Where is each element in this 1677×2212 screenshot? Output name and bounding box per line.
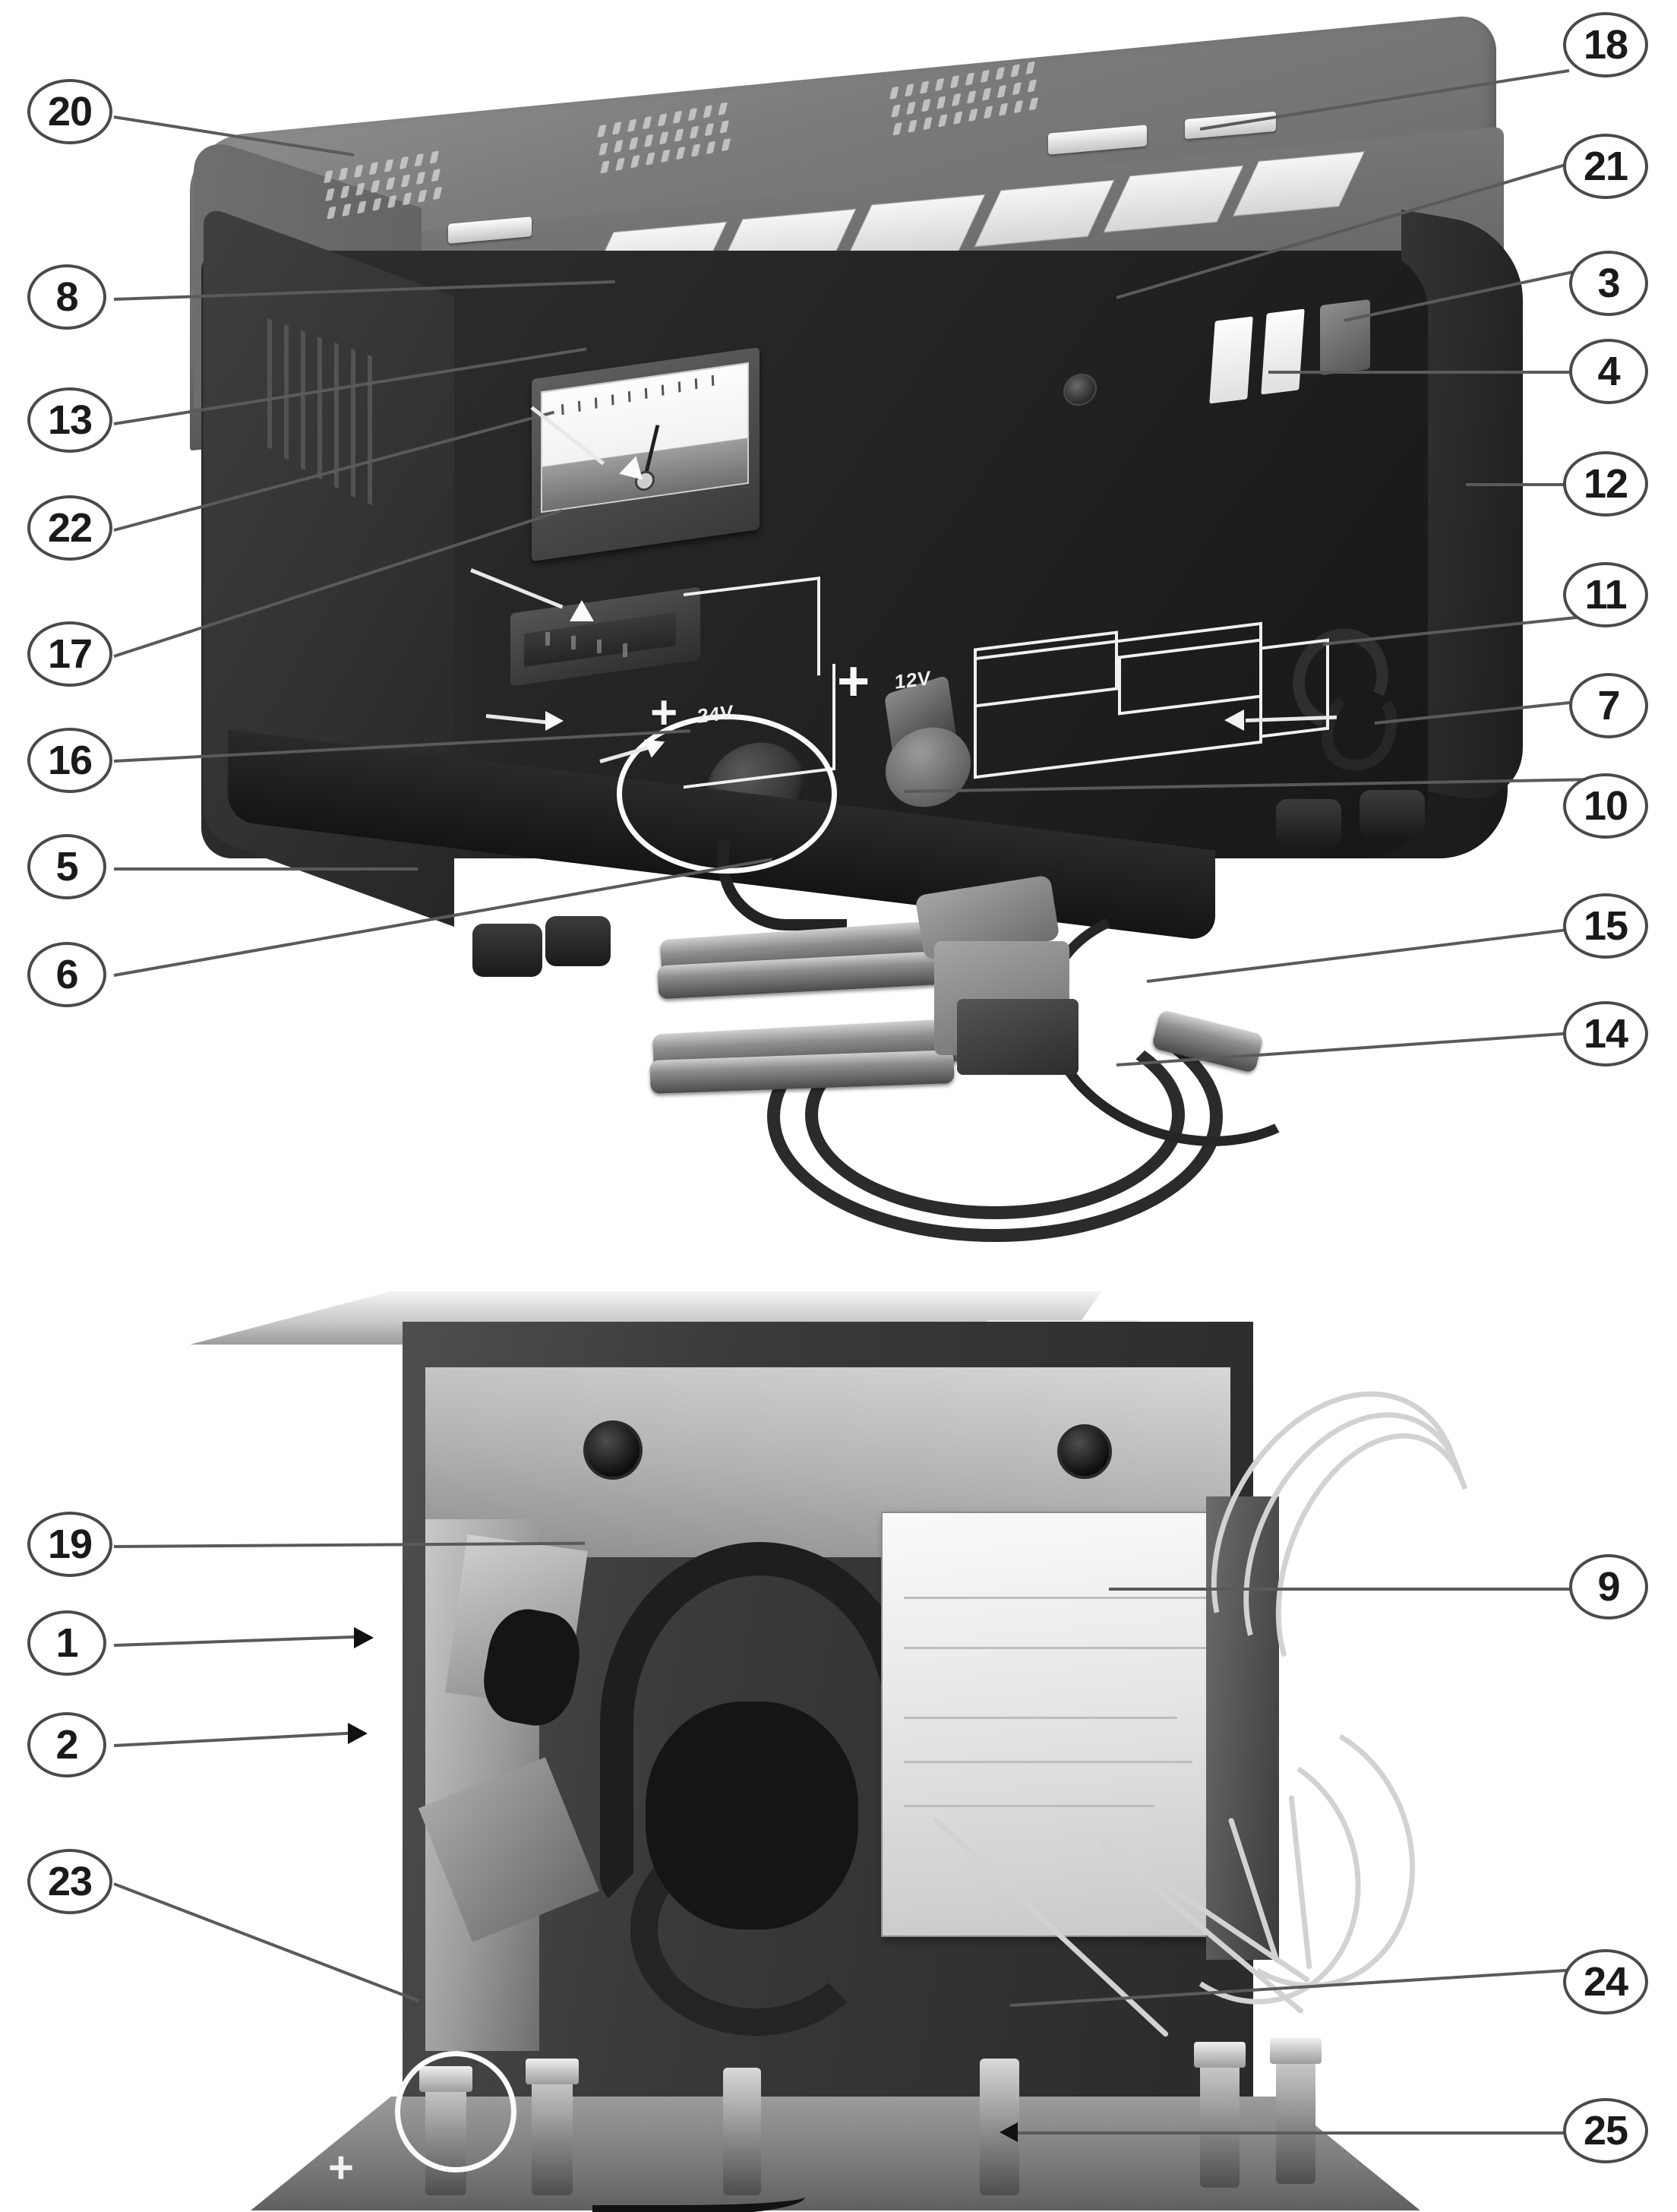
terminal-post-6 bbox=[1276, 2047, 1315, 2184]
callout-14[interactable]: 14 bbox=[1563, 1001, 1648, 1066]
callout-8[interactable]: 8 bbox=[27, 264, 106, 330]
callout-21[interactable]: 21 bbox=[1563, 134, 1648, 199]
leader-25 bbox=[1018, 2131, 1587, 2135]
voltage-label-24v: 24V bbox=[697, 700, 734, 728]
callout-16[interactable]: 16 bbox=[27, 728, 112, 793]
callout-5[interactable]: 5 bbox=[27, 834, 106, 899]
callout-3[interactable]: 3 bbox=[1569, 251, 1648, 316]
side-louvre bbox=[267, 318, 272, 450]
voltage-label-12v: 12V bbox=[895, 666, 931, 694]
switch-tick bbox=[597, 639, 602, 654]
cabinet-foot-far-right bbox=[1360, 790, 1425, 837]
callout-7[interactable]: 7 bbox=[1569, 673, 1648, 738]
circuit-breaker-slot-2[interactable] bbox=[1261, 308, 1305, 395]
motor-housing bbox=[646, 1702, 858, 1929]
arrow-2 bbox=[348, 1723, 368, 1744]
callout-9[interactable]: 9 bbox=[1569, 1554, 1648, 1620]
terminal-post-3 bbox=[723, 2068, 761, 2195]
callout-25[interactable]: 25 bbox=[1563, 2098, 1648, 2163]
callout-15[interactable]: 15 bbox=[1563, 893, 1648, 959]
callout-12[interactable]: 12 bbox=[1563, 451, 1648, 517]
plus-sign-12v: + bbox=[837, 649, 870, 713]
side-louvre bbox=[368, 354, 372, 506]
transformer-label-line bbox=[904, 1717, 1177, 1719]
side-louvre bbox=[334, 342, 339, 489]
circuit-breaker-slot-1[interactable] bbox=[1209, 316, 1253, 404]
callout-4[interactable]: 4 bbox=[1569, 339, 1648, 404]
callout-22[interactable]: 22 bbox=[27, 495, 112, 561]
highlight-ring-terminal-23 bbox=[395, 2051, 516, 2172]
terminal-post-2 bbox=[532, 2066, 573, 2195]
side-louvre bbox=[301, 330, 305, 471]
leader-4 bbox=[1268, 371, 1584, 374]
callout-11[interactable]: 11 bbox=[1563, 562, 1648, 627]
callout-2[interactable]: 2 bbox=[27, 1712, 106, 1778]
clamp-boot-center bbox=[957, 999, 1079, 1075]
side-louvre bbox=[317, 336, 322, 480]
side-louvre bbox=[284, 324, 289, 460]
figure-charger-exterior: + 24V + 12V bbox=[190, 13, 1523, 1242]
mains-power-cord bbox=[592, 2184, 805, 2212]
callout-19[interactable]: 19 bbox=[27, 1512, 112, 1577]
transformer-core-laminations bbox=[1206, 1496, 1279, 1960]
callout-13[interactable]: 13 bbox=[27, 387, 112, 453]
switch-tick bbox=[545, 631, 550, 646]
leader-12 bbox=[1466, 483, 1586, 486]
side-louvre bbox=[351, 348, 355, 498]
arrow-17 bbox=[545, 711, 564, 731]
fan-hub-left bbox=[583, 1420, 643, 1480]
leader-5 bbox=[114, 867, 418, 871]
terminal-nut-5 bbox=[1194, 2042, 1246, 2068]
terminal-nut-6 bbox=[1270, 2038, 1322, 2064]
cabinet-foot-center bbox=[545, 916, 611, 966]
callout-20[interactable]: 20 bbox=[27, 79, 112, 144]
terminal-nut-2 bbox=[526, 2059, 579, 2084]
arrow-13 bbox=[570, 600, 594, 621]
leader-9 bbox=[1109, 1588, 1587, 1591]
arrow-1 bbox=[354, 1627, 374, 1648]
panel-outline-bracket-far-right bbox=[1261, 638, 1329, 738]
circuit-breaker-knob[interactable] bbox=[1320, 299, 1370, 376]
callout-17[interactable]: 17 bbox=[27, 621, 112, 687]
switch-tick bbox=[623, 643, 627, 658]
callout-1[interactable]: 1 bbox=[27, 1610, 106, 1676]
callout-18[interactable]: 18 bbox=[1563, 12, 1648, 77]
transformer-label-line bbox=[904, 1597, 1208, 1599]
figure-charger-internal: + bbox=[0, 1291, 1677, 2212]
main-transformer bbox=[881, 1512, 1238, 1937]
cabinet-foot-right bbox=[1276, 799, 1341, 846]
transformer-label-line bbox=[904, 1761, 1192, 1763]
callout-6[interactable]: 6 bbox=[27, 942, 106, 1007]
callout-24[interactable]: 24 bbox=[1563, 1949, 1648, 2014]
highlight-ring-24v-terminal bbox=[617, 714, 837, 874]
fan-hub-right bbox=[1057, 1424, 1112, 1479]
transformer-label-line bbox=[904, 1805, 1154, 1807]
callout-10[interactable]: 10 bbox=[1563, 773, 1648, 839]
arrow-7 bbox=[1224, 709, 1244, 731]
switch-tick bbox=[571, 635, 576, 650]
cabinet-foot-left bbox=[472, 924, 542, 977]
terminal-post-5 bbox=[1200, 2051, 1240, 2188]
transformer-label-line bbox=[904, 1647, 1208, 1649]
base-plate-polarity-mark: + bbox=[328, 2143, 354, 2192]
arrow-25 bbox=[1000, 2122, 1018, 2142]
callout-23[interactable]: 23 bbox=[27, 1849, 112, 1914]
plus-sign-24v: + bbox=[650, 687, 678, 739]
